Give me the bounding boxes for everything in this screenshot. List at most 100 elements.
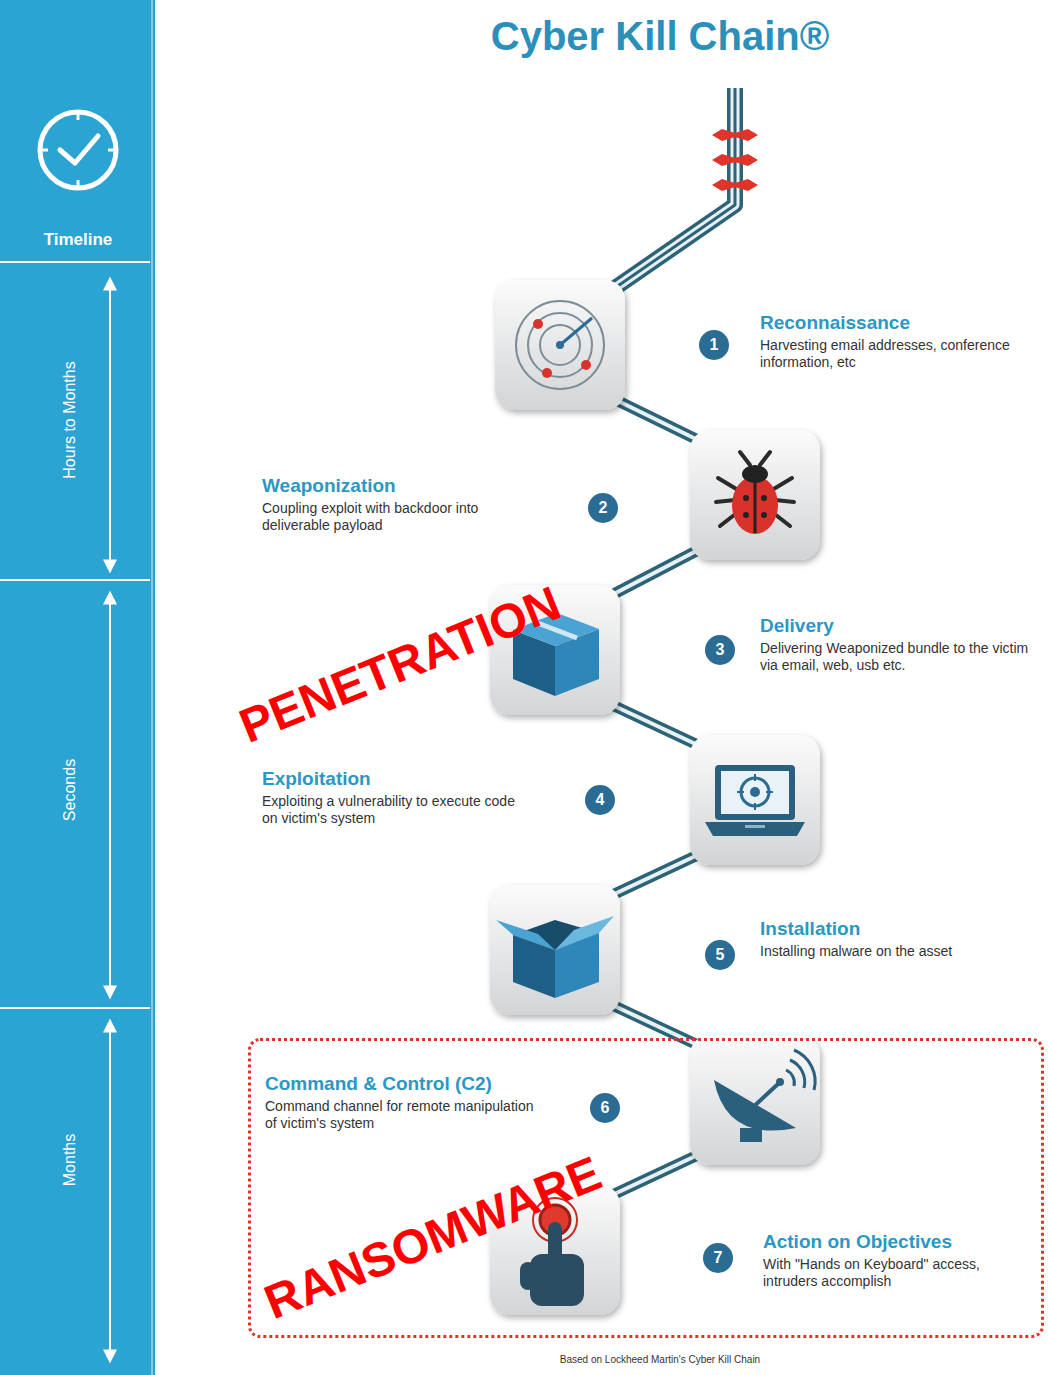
timeline-span: Seconds [61,759,79,821]
radar-center [556,341,564,349]
step-heading: Action on Objectives [763,1231,1033,1254]
chain-links [608,398,702,1197]
icon-tiles [490,280,820,1315]
chain-link [608,853,702,897]
chain-link [608,548,702,597]
radar-icon [516,301,604,389]
break-mark [712,154,758,166]
step-heading: Installation [760,918,1030,941]
bug-spot [743,495,749,501]
step-description: With "Hands on Keyboard" access, intrude… [763,1256,1033,1291]
signal-wave [790,1060,805,1088]
dish-feed [752,1084,778,1108]
target-tick [766,791,773,793]
box-flap [496,920,555,950]
diagram-title: Cyber Kill Chain® [491,14,829,59]
target-tick [754,774,756,781]
step-heading: Reconnaissance [760,312,1030,335]
radar-sweep [560,318,592,345]
wire [612,88,735,290]
bug-leg [718,478,738,490]
chain-link [608,1153,702,1197]
radar-ring [528,313,592,377]
hand-palm [530,1254,584,1306]
divider-line [0,261,150,263]
timeline-sidebar [0,0,155,1375]
dish [714,1080,796,1131]
bug-leg [772,478,792,490]
sidebar-edge [151,0,153,1375]
icon-tile [490,885,620,1015]
step-description: Command channel for remote manipulation … [265,1098,535,1133]
step-description: Delivering Weaponized bundle to the vict… [760,640,1030,675]
step-heading: Exploitation [262,768,532,791]
chain-link [612,398,702,442]
bug-spot [761,512,767,518]
hand-thumb [520,1262,536,1290]
laptop-base [705,822,805,836]
step-text: Action on ObjectivesWith "Hands on Keybo… [763,1231,1033,1291]
icon-tile [690,430,820,560]
step-number: 3 [705,635,735,665]
radar-blip [533,319,543,329]
clock-tick [40,149,48,152]
step-text: InstallationInstalling malware on the as… [760,918,1030,960]
target-ring [741,778,769,806]
span-arrow [109,278,111,572]
dish-stand [740,1128,762,1142]
radar-ring [516,301,604,389]
timeline-span: Hours to Months [61,361,79,478]
chain-link [608,703,702,747]
bug-stripe [754,478,757,533]
step-number: 5 [705,940,735,970]
box-face [555,933,599,998]
clock-tick [108,149,116,152]
bug-spot [761,495,767,501]
step-number: 4 [585,785,615,815]
step-text: ReconnaissanceHarvesting email addresses… [760,312,1030,372]
bug-body [732,476,778,534]
clock-tick [77,112,80,120]
break-mark [712,179,758,191]
target-tick [754,803,756,810]
radar-ring [540,325,580,365]
step-description: Exploiting a vulnerability to execute co… [262,793,532,828]
chain-link [608,853,702,897]
radar-blip [581,360,591,370]
box-flap [555,916,614,950]
step-description: Coupling exploit with backdoor into deli… [262,500,532,535]
step-number: 6 [590,1093,620,1123]
open-box-icon [496,916,614,998]
satellite-dish-icon [714,1050,815,1142]
step-number: 1 [699,330,729,360]
target-tick [737,791,744,793]
bug-head [742,465,768,483]
timeline-heading: Timeline [44,230,113,250]
signal-wave [794,1050,815,1090]
divider-line [0,579,150,581]
divider-line [0,1007,150,1009]
bug-antenna [740,452,750,465]
laptop-display [721,771,789,814]
target-center [750,787,760,797]
span-arrow [109,1020,111,1362]
bug-icon [716,452,794,534]
step-text: DeliveryDelivering Weaponized bundle to … [760,615,1030,675]
break-mark [712,129,758,141]
icon-tile [690,1035,820,1165]
sidebar-band [0,0,155,1375]
wire [612,88,735,290]
chain-link [608,703,702,747]
step-number: 7 [703,1243,733,1273]
wire [612,88,735,290]
step-number: 2 [588,493,618,523]
icon-tile [690,735,820,865]
bug-spot [743,512,749,518]
signal-wave [786,1070,794,1086]
phase-region: RANSOMWARECommand & Control (C2)Command … [248,1038,1044,1338]
step-description: Installing malware on the asset [760,943,1030,961]
step-description: Harvesting email addresses, conference i… [760,337,1030,372]
laptop-pad [745,825,765,828]
